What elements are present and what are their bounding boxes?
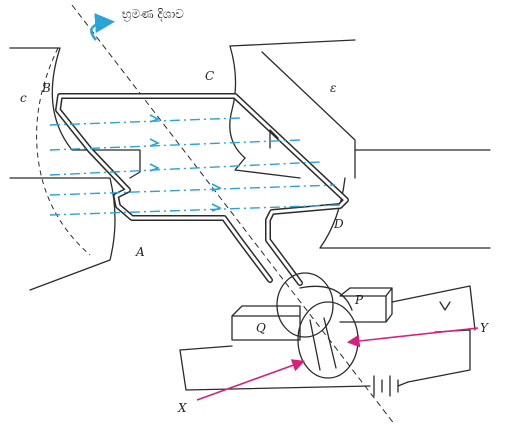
slip-ring-assembly — [231, 272, 393, 379]
slip-ring-front — [297, 301, 359, 379]
label-slip-ring-q: Q — [256, 321, 266, 335]
rotation-caption: භ්‍රමණ දිශාව — [122, 7, 184, 21]
magnetic-field-lines — [49, 114, 341, 216]
label-corner-a: A — [135, 245, 145, 259]
label-slip-ring-p: P — [354, 293, 364, 307]
rotation-axis — [71, 4, 396, 426]
rotation-arrow-icon — [90, 13, 115, 41]
label-pointer-x: X — [177, 401, 187, 415]
field-line — [49, 139, 301, 151]
field-line — [49, 161, 321, 176]
field-line — [49, 117, 241, 126]
right-magnet-pole — [229, 39, 491, 249]
coil — [55, 93, 349, 286]
label-corner-d: D — [333, 217, 344, 231]
pointer-y-arrow — [346, 327, 479, 348]
slip-ring-back — [276, 272, 334, 338]
label-pole-left: c — [20, 91, 27, 105]
label-corner-b: B — [41, 81, 51, 95]
brush-p — [339, 287, 393, 323]
field-line — [49, 204, 341, 216]
label-pole-right: ɛ — [330, 81, 336, 95]
field-line — [49, 184, 336, 196]
pointer-x-arrow — [196, 359, 306, 401]
brush-q — [231, 305, 301, 341]
left-magnet-pole — [9, 47, 141, 291]
label-pointer-y: Y — [480, 321, 489, 335]
label-corner-c: C — [205, 69, 214, 83]
